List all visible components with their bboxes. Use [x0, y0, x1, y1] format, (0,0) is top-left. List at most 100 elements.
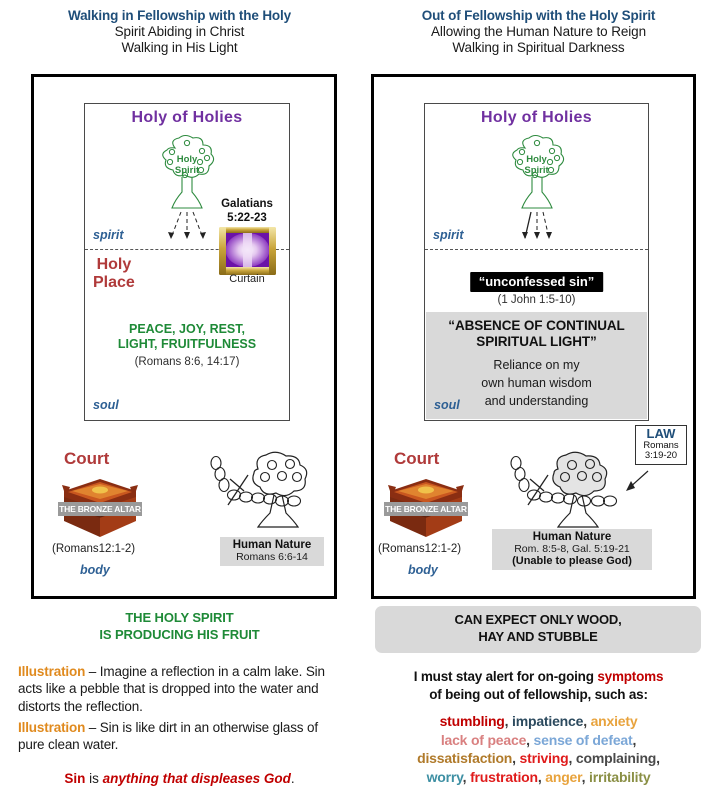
- human-nature-tree-icon: [202, 451, 322, 542]
- galatians-ref-line1: Galatians: [221, 198, 273, 210]
- absence-of-light-block: “ABSENCE OF CONTINUAL SPIRITUAL LIGHT” R…: [426, 312, 647, 419]
- fruit-of-spirit-text: PEACE, JOY, REST, LIGHT, FRUITFULNESS: [85, 322, 289, 353]
- symptom-line: stumbling, impatience, anxiety: [363, 712, 714, 731]
- right-soul-tier-label: soul: [434, 398, 460, 412]
- symptom-separator: ,: [656, 750, 660, 767]
- symptom-word: dissatisfaction: [417, 750, 513, 767]
- holy-spirit-tree-icon: Holy Spirit: [495, 134, 579, 239]
- unconfessed-sin-reference: (1 John 1:5-10): [497, 294, 576, 306]
- illustration-keyword-2: Illustration: [18, 720, 86, 735]
- right-temple-outer-box: Holy of Holies: [371, 74, 696, 599]
- left-spirit-tier-label: spirit: [93, 228, 124, 242]
- left-temple-outer-box: Holy of Holies: [31, 74, 337, 599]
- bronze-altar-label: THE BRONZE ALTAR: [58, 502, 142, 516]
- symptom-word: stumbling: [439, 713, 505, 729]
- fruit-reference: (Romans 8:6, 14:17): [134, 356, 240, 368]
- stay-alert-text: I must stay alert for on-going symptoms …: [367, 668, 710, 703]
- symptom-word: striving: [519, 750, 569, 767]
- bronze-altar-icon: THE BRONZE ALTAR: [384, 475, 468, 541]
- left-court-title: Court: [64, 449, 110, 468]
- right-heading-line3: Walking in Spiritual Darkness: [452, 39, 625, 55]
- holy-place-line2: Place: [93, 273, 135, 291]
- bronze-altar-icon: THE BRONZE ALTAR: [58, 475, 142, 541]
- law-title: LAW: [646, 426, 676, 441]
- symptom-line: dissatisfaction, striving, complaining,: [363, 749, 714, 768]
- right-heading-line2: Allowing the Human Nature to Reign: [431, 23, 646, 39]
- left-banner-line2: IS PRODUCING HIS FRUIT: [99, 626, 260, 642]
- sin-phrase: anything that displeases God: [102, 771, 291, 786]
- illustration-keyword-1: Illustration: [18, 664, 86, 679]
- symptom-word: impatience: [512, 713, 584, 729]
- left-banner-line1: THE HOLY SPIRIT: [125, 610, 234, 625]
- left-holy-place-label: Holy Place: [93, 256, 135, 291]
- symptom-word: sense of defeat: [533, 731, 633, 748]
- symptom-word: worry: [426, 768, 463, 785]
- symptom-word: irritability: [589, 768, 651, 785]
- law-ref-line2: 3:19-20: [644, 450, 678, 462]
- right-human-nature-title: Human Nature: [532, 531, 612, 543]
- right-human-nature-box: Human Nature Rom. 8:5-8, Gal. 5:19-21 (U…: [492, 529, 652, 570]
- symptom-word: anger: [545, 768, 582, 785]
- sin-is: is: [85, 771, 103, 786]
- right-banner-line1: CAN EXPECT ONLY WOOD,: [454, 612, 622, 627]
- left-human-nature-box: Human Nature Romans 6:6-14: [220, 537, 324, 566]
- symptom-separator: ,: [526, 731, 534, 748]
- reliance-line1: Reliance on my: [493, 358, 580, 372]
- left-bottom-banner: THE HOLY SPIRIT IS PRODUCING HIS FRUIT: [0, 610, 359, 644]
- symptom-line: worry, frustration, anger, irritability: [363, 768, 714, 787]
- right-human-nature-ref: Rom. 8:5-8, Gal. 5:19-21: [514, 543, 630, 555]
- right-spirit-soul-divider: [425, 249, 648, 250]
- left-holy-of-holies-title: Holy of Holies: [131, 109, 243, 126]
- law-ref-line1: Romans: [643, 439, 679, 451]
- illustration-block-1: Illustration – Imagine a reflection in a…: [18, 663, 343, 715]
- reliance-line3: and understanding: [484, 394, 589, 409]
- symptom-separator: ,: [568, 750, 576, 767]
- symptom-separator: ,: [632, 731, 637, 748]
- sin-definition-line: Sin is anything that displeases God.: [0, 771, 359, 788]
- bronze-altar-label: THE BRONZE ALTAR: [384, 502, 468, 516]
- unconfessed-sin-badge: “unconfessed sin”: [469, 272, 604, 292]
- symptom-separator: ,: [462, 768, 471, 785]
- alert-line1-prefix: I must stay alert for on-going: [413, 669, 598, 684]
- human-nature-tree-icon: [502, 451, 652, 542]
- symptoms-list: stumbling, impatience, anxiety lack of p…: [363, 712, 714, 786]
- left-heading-line3: Walking in His Light: [121, 39, 238, 55]
- panel-out-of-fellowship: Out of Fellowship with the Holy Spirit A…: [359, 0, 718, 812]
- left-human-nature-title: Human Nature: [232, 539, 312, 551]
- right-body-tier-label: body: [408, 563, 438, 577]
- absence-line2: SPIRITUAL LIGHT”: [476, 333, 597, 349]
- curtain-caption: Curtain: [229, 273, 265, 286]
- galatians-ref-line2: 5:22-23: [227, 211, 267, 224]
- symptom-separator: ,: [583, 713, 591, 729]
- panel-walking-in-fellowship: Walking in Fellowship with the Holy Spir…: [0, 8, 359, 788]
- right-banner-line2: HAY AND STUBBLE: [478, 628, 598, 644]
- curtain-image: [218, 227, 276, 276]
- illustration-block-2: Illustration – Sin is like dirt in an ot…: [18, 719, 343, 754]
- symptom-separator: ,: [537, 768, 546, 785]
- symptom-line: lack of peace, sense of defeat,: [363, 731, 714, 750]
- left-soul-tier-label: soul: [93, 398, 119, 412]
- left-spirit-soul-divider: [85, 249, 289, 250]
- sin-period: .: [290, 771, 295, 786]
- left-body-tier-label: body: [80, 563, 110, 577]
- symptom-word: frustration: [470, 768, 538, 785]
- holy-place-line1: Holy: [96, 256, 132, 273]
- law-reference: Romans 3:19-20: [638, 439, 684, 462]
- right-spirit-tier-label: spirit: [433, 228, 464, 242]
- alert-line2: of being out of fellowship, such as:: [429, 686, 648, 702]
- right-bottom-banner: CAN EXPECT ONLY WOOD, HAY AND STUBBLE: [375, 606, 701, 653]
- galatians-curtain-group: Galatians 5:22-23: [211, 198, 283, 285]
- symptom-separator: ,: [581, 768, 590, 785]
- galatians-ref: Galatians 5:22-23: [211, 198, 283, 225]
- right-court-title: Court: [394, 449, 440, 468]
- left-heading-line2: Spirit Abiding in Christ: [114, 23, 245, 39]
- fruit-line2: LIGHT, FRUITFULNESS: [117, 337, 257, 352]
- absence-title: “ABSENCE OF CONTINUAL SPIRITUAL LIGHT”: [426, 318, 647, 350]
- absence-line1: “ABSENCE OF CONTINUAL: [448, 318, 625, 333]
- law-box: LAW Romans 3:19-20: [635, 425, 687, 465]
- right-sanctuary-box: Holy of Holies: [424, 103, 649, 421]
- symptom-word: complaining: [575, 750, 657, 767]
- right-heading-line1: Out of Fellowship with the Holy Spirit: [421, 8, 656, 23]
- reliance-line2: own human wisdom: [481, 376, 592, 391]
